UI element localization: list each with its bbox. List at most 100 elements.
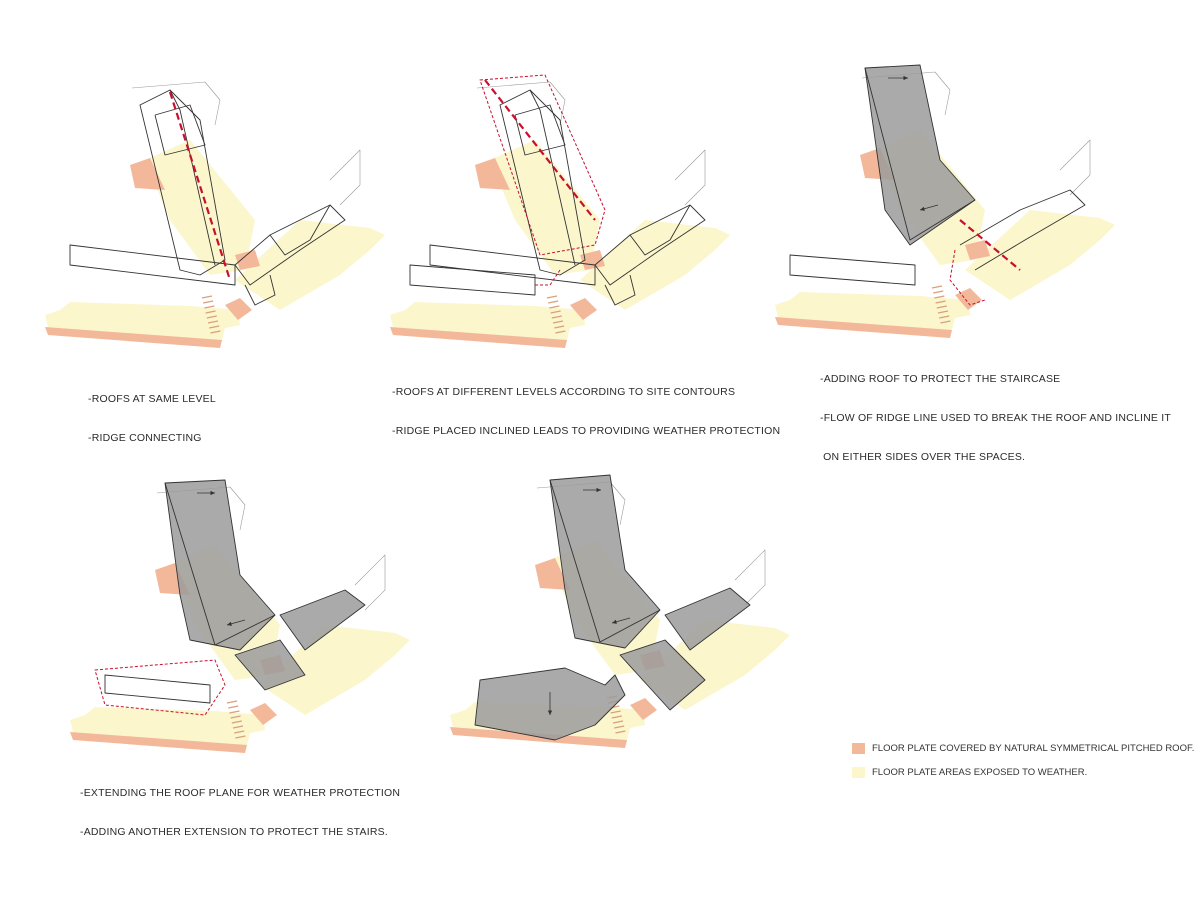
panel-1-caption-line: -ROOFS AT SAME LEVEL — [88, 393, 216, 405]
panel-3-caption-line: -ADDING ROOF TO PROTECT THE STAIRCASE — [820, 373, 1061, 385]
legend-label: FLOOR PLATE AREAS EXPOSED TO WEATHER. — [872, 767, 1088, 778]
floor-plate-covered — [535, 558, 570, 590]
site-outline — [476, 81, 566, 126]
flow-arrow-head — [547, 710, 553, 715]
diagram-panel-1-drawing — [45, 81, 385, 348]
diagram-panel-5 — [445, 470, 805, 760]
flow-arrow-head — [596, 487, 601, 493]
site-outline — [1059, 139, 1091, 196]
stair-step — [235, 735, 246, 739]
flow-arrow-head — [612, 619, 617, 624]
floor-plate-covered — [70, 732, 247, 753]
stair-step — [205, 310, 216, 314]
west-block-outline — [409, 264, 536, 296]
floor-plate-covered — [580, 250, 605, 270]
stair-step — [931, 285, 943, 289]
panel-2-caption-line: -RIDGE PLACED INCLINED LEADS TO PROVIDIN… — [392, 425, 781, 437]
stair-step — [206, 315, 217, 319]
stair-step — [204, 305, 215, 309]
diagram-panel-2 — [385, 70, 735, 350]
site-outline — [131, 81, 221, 126]
flow-arrow-head — [903, 75, 908, 81]
floor-plate-covered — [45, 327, 222, 348]
east-block-edge — [629, 204, 691, 256]
stair-step — [555, 330, 566, 334]
east-block-lower — [604, 274, 636, 306]
diagram-panel-4-drawing — [70, 479, 410, 753]
floor-plate-exposed — [490, 140, 600, 275]
roof-plane-east — [664, 587, 751, 651]
stair-step — [209, 325, 220, 329]
floor-plate-exposed — [145, 140, 255, 275]
site-outline — [734, 549, 766, 606]
panel-1-caption: -ROOFS AT SAME LEVEL -RIDGE CONNECTING — [88, 367, 216, 458]
north-block-window — [514, 104, 566, 156]
west-block-outline — [429, 244, 596, 286]
diagram-panel-1 — [40, 70, 390, 350]
flow-arrow-head — [227, 621, 232, 626]
stair-step — [207, 320, 219, 324]
roof-plane-north — [549, 474, 661, 649]
stair-step — [226, 700, 238, 704]
stair-step — [228, 705, 239, 709]
floor-plate-covered — [390, 327, 567, 348]
extension-dashed — [94, 659, 226, 716]
floor-plate-exposed — [235, 220, 385, 310]
stair-step — [548, 300, 559, 304]
floor-plate-covered — [130, 158, 165, 190]
roof-plane-north — [164, 479, 276, 651]
panel-2-caption: -ROOFS AT DIFFERENT LEVELS ACCORDING TO … — [392, 360, 780, 451]
flow-arrow-head — [920, 206, 925, 211]
stair-step — [614, 725, 625, 729]
stair-step — [201, 295, 213, 299]
panel-3-caption: -ADDING ROOF TO PROTECT THE STAIRCASE -F… — [820, 347, 1171, 477]
panel-1-caption-line: -RIDGE CONNECTING — [88, 432, 202, 444]
roof-envelope-dashed — [479, 74, 606, 256]
diagram-panel-5-drawing — [450, 474, 790, 748]
floor-plate-covered — [475, 158, 510, 190]
stair-step — [933, 290, 944, 294]
panel-4-caption-line: -EXTENDING THE ROOF PLANE FOR WEATHER PR… — [80, 787, 401, 799]
floor-plate-covered — [235, 250, 260, 270]
stair-step — [937, 310, 949, 314]
panel-4-caption: -EXTENDING THE ROOF PLANE FOR WEATHER PR… — [80, 761, 400, 852]
stair-step — [210, 330, 221, 334]
floor-plate-covered — [965, 240, 990, 260]
stair-step — [935, 300, 946, 304]
floor-plate-covered — [225, 298, 252, 320]
east-block-lower — [244, 274, 276, 306]
stair-step — [230, 715, 241, 719]
stair-step — [549, 305, 560, 309]
floor-plate-exposed — [260, 625, 410, 715]
legend-swatch-exposed — [852, 767, 865, 778]
stair-step — [611, 715, 622, 719]
stair-step — [939, 315, 950, 319]
stair-step — [554, 325, 565, 329]
stair-step — [615, 730, 626, 734]
site-outline — [329, 149, 361, 206]
roof-fold-line — [549, 479, 661, 643]
panel-3-caption-line: ON EITHER SIDES OVER THE SPACES. — [820, 451, 1026, 463]
stair-step — [232, 725, 244, 729]
floor-plate-covered — [630, 698, 657, 720]
floor-plate-covered — [570, 298, 597, 320]
roof-plane-stair — [234, 639, 306, 691]
floor-plate-exposed — [580, 220, 730, 310]
diagram-panel-2-drawing — [390, 74, 730, 348]
ridge-line — [959, 219, 1021, 271]
stair-step — [550, 310, 561, 314]
panel-2-caption-line: -ROOFS AT DIFFERENT LEVELS ACCORDING TO … — [392, 386, 736, 398]
west-block-outline — [789, 254, 916, 286]
panel-4-caption-line: -ADDING ANOTHER EXTENSION TO PROTECT THE… — [80, 826, 388, 838]
stair-step — [231, 720, 242, 724]
roof-plane-stair — [619, 639, 706, 711]
west-block-outline — [104, 674, 211, 704]
legend-label: FLOOR PLATE COVERED BY NATURAL SYMMETRIC… — [872, 743, 1195, 754]
floor-plate-covered — [775, 317, 952, 338]
north-block-edge — [169, 89, 216, 266]
diagram-panel-3-drawing — [775, 64, 1115, 338]
floor-plate-covered — [450, 727, 627, 748]
ridge-line — [484, 79, 596, 221]
west-block-outline — [69, 244, 236, 286]
stair-step — [612, 720, 624, 724]
